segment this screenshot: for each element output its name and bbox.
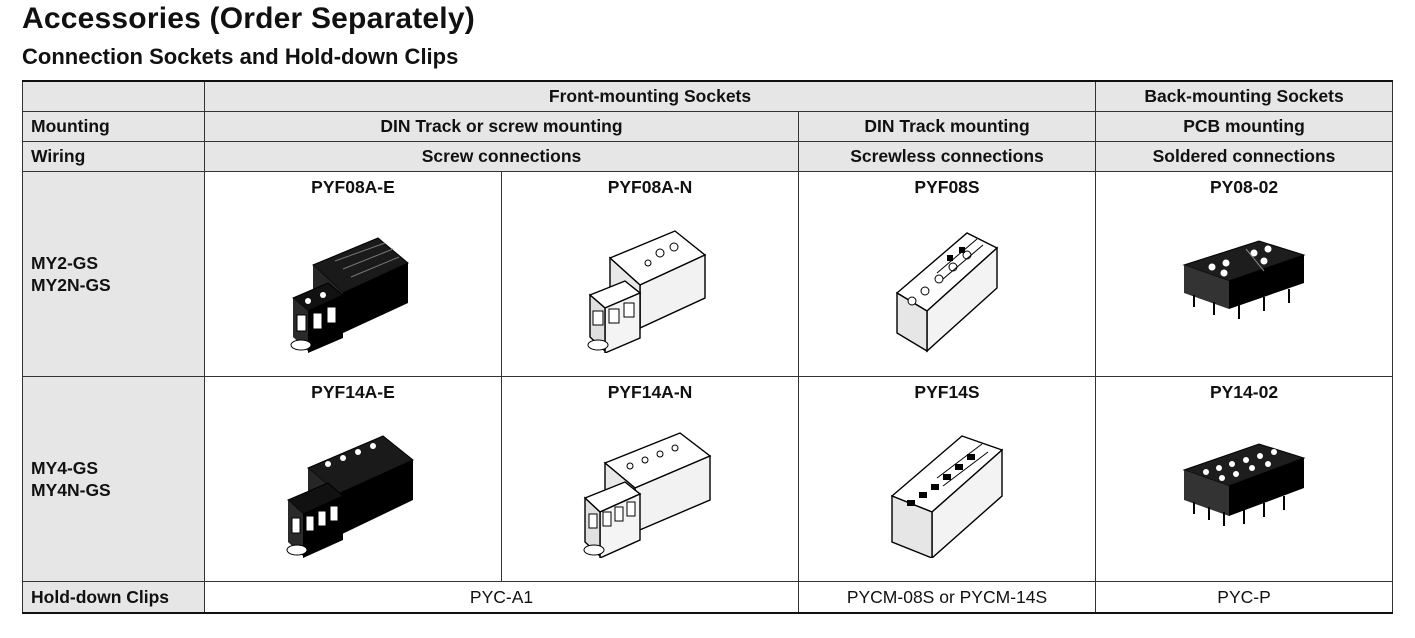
mounting-din-screw: DIN Track or screw mounting xyxy=(204,111,799,142)
socket-name: PYF14S xyxy=(914,382,980,402)
mounting-din: DIN Track mounting xyxy=(797,111,1097,142)
socket-name: PYF14A-N xyxy=(607,382,693,402)
socket-image-light-8pin xyxy=(587,230,707,353)
wiring-row: Wiring Screw connections Screwless conne… xyxy=(22,141,1394,172)
socket-cell: PY08-02 xyxy=(1095,171,1394,377)
clips-din: PYCM-08S or PYCM-14S xyxy=(797,581,1097,614)
model-name: MY2-GS xyxy=(31,253,99,273)
socket-image-dark-8pin xyxy=(290,237,409,353)
page-title: Accessories (Order Separately) xyxy=(22,2,475,35)
mounting-row: Mounting DIN Track or screw mounting DIN… xyxy=(22,111,1394,142)
socket-name: PY08-02 xyxy=(1209,177,1279,197)
clips-pcb: PYC-P xyxy=(1095,581,1394,614)
socket-name: PYF08A-N xyxy=(607,177,693,197)
socket-name: PYF08S xyxy=(914,177,980,197)
socket-image-pcb-8pin xyxy=(1182,240,1306,319)
socket-image-screwless-8pin xyxy=(895,232,999,353)
table-row-my2: MY2-GS MY2N-GS PYF08A-E xyxy=(22,171,1394,377)
clips-label: Hold-down Clips xyxy=(22,581,205,614)
table-row-my4: MY4-GS MY4N-GS PYF14A-E PYF14A- xyxy=(22,376,1394,582)
model-name: MY4N-GS xyxy=(31,480,111,500)
socket-cell: PYF14A-E xyxy=(204,376,502,582)
socket-cell: PYF14A-N xyxy=(501,376,799,582)
socket-cell: PY14-02 xyxy=(1095,376,1394,582)
row-models-my2: MY2-GS MY2N-GS xyxy=(22,171,205,377)
socket-name: PYF14A-E xyxy=(311,382,395,402)
back-mounting-header: Back-mounting Sockets xyxy=(1095,80,1394,112)
socket-image-dark-14pin xyxy=(286,435,414,558)
model-name: MY4-GS xyxy=(31,458,99,478)
socket-cell: PYF08S xyxy=(797,171,1097,377)
wiring-soldered: Soldered connections xyxy=(1095,141,1394,172)
socket-image-pcb-14pin xyxy=(1182,443,1306,526)
wiring-label: Wiring xyxy=(22,141,205,172)
header-row: Front-mounting Sockets Back-mounting Soc… xyxy=(22,80,1394,112)
mounting-label: Mounting xyxy=(22,111,205,142)
socket-cell: PYF08A-N xyxy=(501,171,799,377)
model-name: MY2N-GS xyxy=(31,275,111,295)
wiring-screwless: Screwless connections xyxy=(797,141,1097,172)
mounting-pcb: PCB mounting xyxy=(1095,111,1394,142)
socket-cell: PYF08A-E xyxy=(204,171,502,377)
header-corner xyxy=(22,80,205,112)
socket-name: PY14-02 xyxy=(1209,382,1279,402)
table-row-clips: Hold-down Clips PYC-A1 PYCM-08S or PYCM-… xyxy=(22,581,1394,614)
page-subtitle: Connection Sockets and Hold-down Clips xyxy=(22,44,459,69)
accessories-table: Front-mounting Sockets Back-mounting Soc… xyxy=(22,80,1394,614)
socket-cell: PYF14S xyxy=(797,376,1097,582)
wiring-screw: Screw connections xyxy=(204,141,799,172)
socket-name: PYF08A-E xyxy=(311,177,395,197)
socket-image-light-14pin xyxy=(583,432,712,558)
front-mounting-header: Front-mounting Sockets xyxy=(203,80,1097,112)
row-models-my4: MY4-GS MY4N-GS xyxy=(22,376,205,582)
socket-image-screwless-14pin xyxy=(890,435,1004,558)
clips-front: PYC-A1 xyxy=(204,581,799,614)
